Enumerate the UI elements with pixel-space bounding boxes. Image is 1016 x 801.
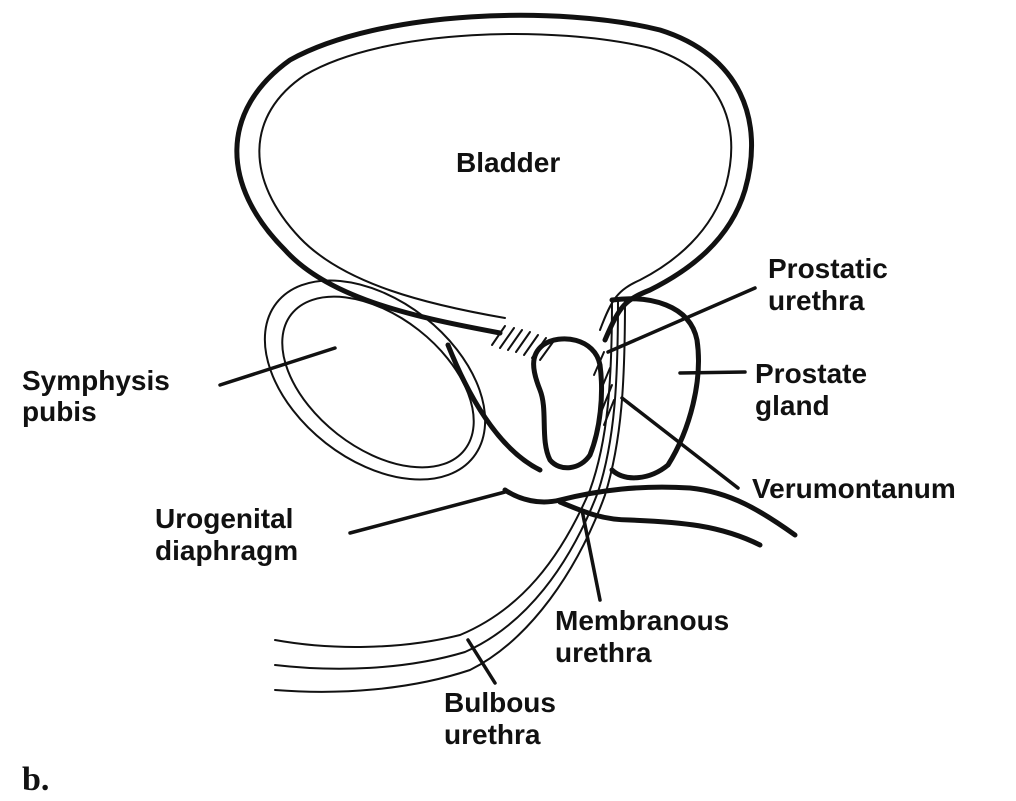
prostate-gland (609, 296, 701, 481)
label-bladder: Bladder (456, 147, 560, 178)
label-prostatic-urethra-line2: urethra (768, 285, 865, 316)
label-membranous-urethra-line2: urethra (555, 637, 652, 668)
tissue-contour (445, 342, 543, 473)
leader-verumontanum (620, 396, 740, 490)
label-symphysis-pubis-line2: pubis (22, 396, 97, 427)
label-prostate-gland-line2: gland (755, 390, 830, 421)
label-membranous-urethra-line1: Membranous (555, 605, 729, 636)
label-prostatic-urethra-line1: Prostatic (768, 253, 888, 284)
label-bulbous-urethra-line1: Bulbous (444, 687, 556, 718)
leader-symphysis-pubis (218, 346, 337, 387)
label-symphysis-pubis-line1: Symphysis (22, 365, 170, 396)
label-urogenital-diaphragm-line1: Urogenital (155, 503, 293, 534)
leader-membranous-urethra (580, 508, 602, 602)
bladder-outline (234, 12, 754, 343)
label-prostate-gland-line1: Prostate (755, 358, 867, 389)
leader-prostatic-urethra (606, 286, 757, 354)
leader-prostate-gland (678, 370, 747, 375)
label-verumontanum: Verumontanum (752, 473, 956, 504)
label-urogenital-diaphragm-line2: diaphragm (155, 535, 298, 566)
leader-bulbous-urethra (466, 638, 497, 685)
leader-lines (218, 286, 757, 685)
verumontanum-lobe (531, 336, 604, 471)
leader-urogenital-diaphragm (348, 490, 507, 535)
bladder-neck-hatching (491, 325, 615, 426)
panel-label: b. (22, 761, 49, 798)
label-bulbous-urethra-line2: urethra (444, 719, 541, 750)
urethra-tube (274, 299, 626, 693)
symphysis-pubis (263, 279, 487, 481)
